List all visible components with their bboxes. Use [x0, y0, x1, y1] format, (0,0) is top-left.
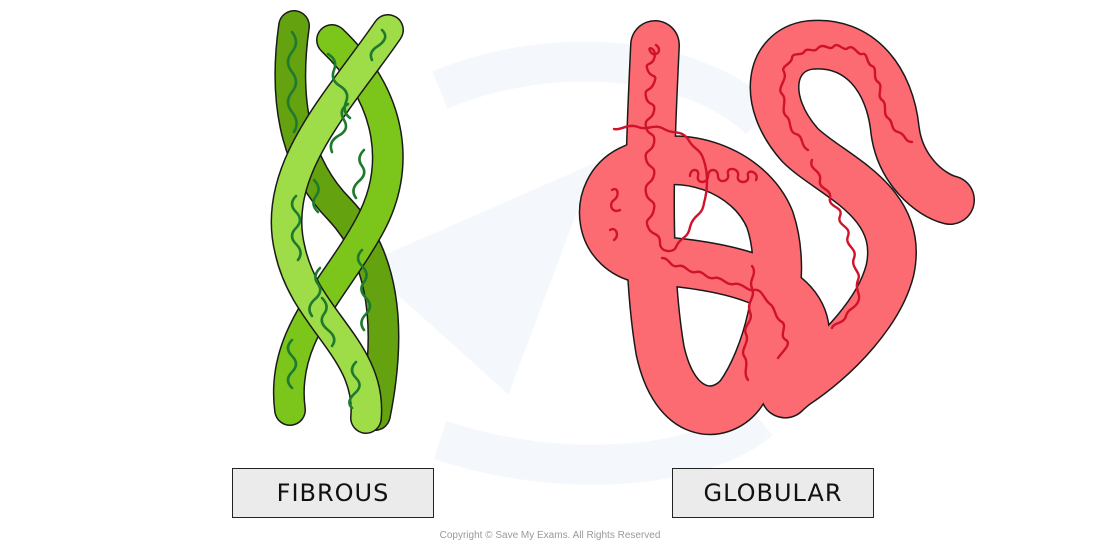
fibrous-chains — [286, 28, 387, 410]
fibrous-strand-mid — [272, 24, 404, 426]
fibrous-protein — [270, 10, 404, 434]
globular-protein — [578, 19, 975, 436]
fibrous-label: FIBROUS — [232, 468, 434, 518]
copyright-text: Copyright © Save My Exams. All Rights Re… — [439, 530, 661, 541]
globular-chain — [608, 43, 914, 382]
globular-label: GLOBULAR — [672, 468, 874, 518]
fibrous-strand-light — [270, 14, 404, 434]
fibrous-strand-dark — [274, 10, 400, 431]
watermark-logo — [363, 41, 775, 485]
